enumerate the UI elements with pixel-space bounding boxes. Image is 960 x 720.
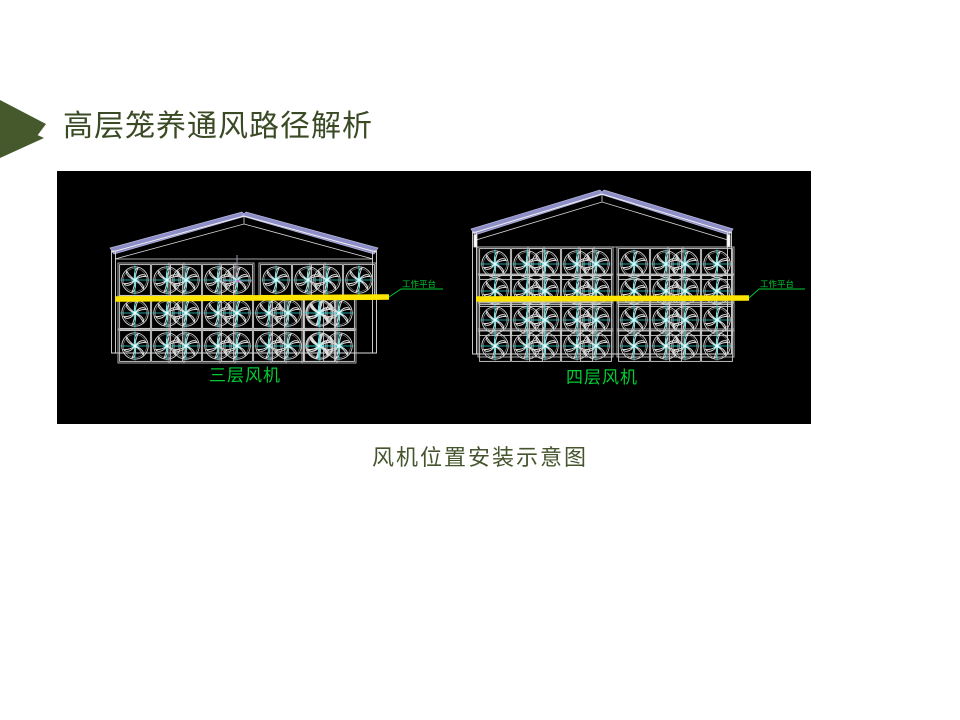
page-title: 高层笼养通风路径解析 [63,110,373,143]
fan-row [477,273,735,307]
work-platform-label-right: 工作平台 [760,279,794,289]
diagram-three-layer-house: 工作平台 三层风机 [109,211,443,385]
cad-drawing: 工作平台 三层风机 [109,189,805,387]
triangle-chevron-icon [0,96,62,158]
fan-bank-four-layer [477,246,735,362]
four-layer-label: 四层风机 [566,368,638,387]
fan-row [117,328,357,364]
fan-bank-three-layer [117,262,377,364]
fan-row [117,262,377,298]
fan-row [477,328,735,362]
work-platform-line-left [114,288,443,302]
figure-caption: 风机位置安装示意图 [371,445,588,470]
fan-installation-diagram: 工作平台 三层风机 [57,171,811,424]
roof-three-layer [109,211,379,260]
fan-row [477,246,735,280]
work-platform-label-left: 工作平台 [402,279,436,289]
slide-title-row: 高层笼养通风路径解析 [0,96,960,158]
diagram-four-layer-house: 工作平台 四层风机 [470,189,805,387]
work-platform-line-right [475,288,805,302]
center-axis-marker [223,255,253,283]
roof-four-layer [470,189,734,241]
three-layer-label: 三层风机 [209,366,281,385]
